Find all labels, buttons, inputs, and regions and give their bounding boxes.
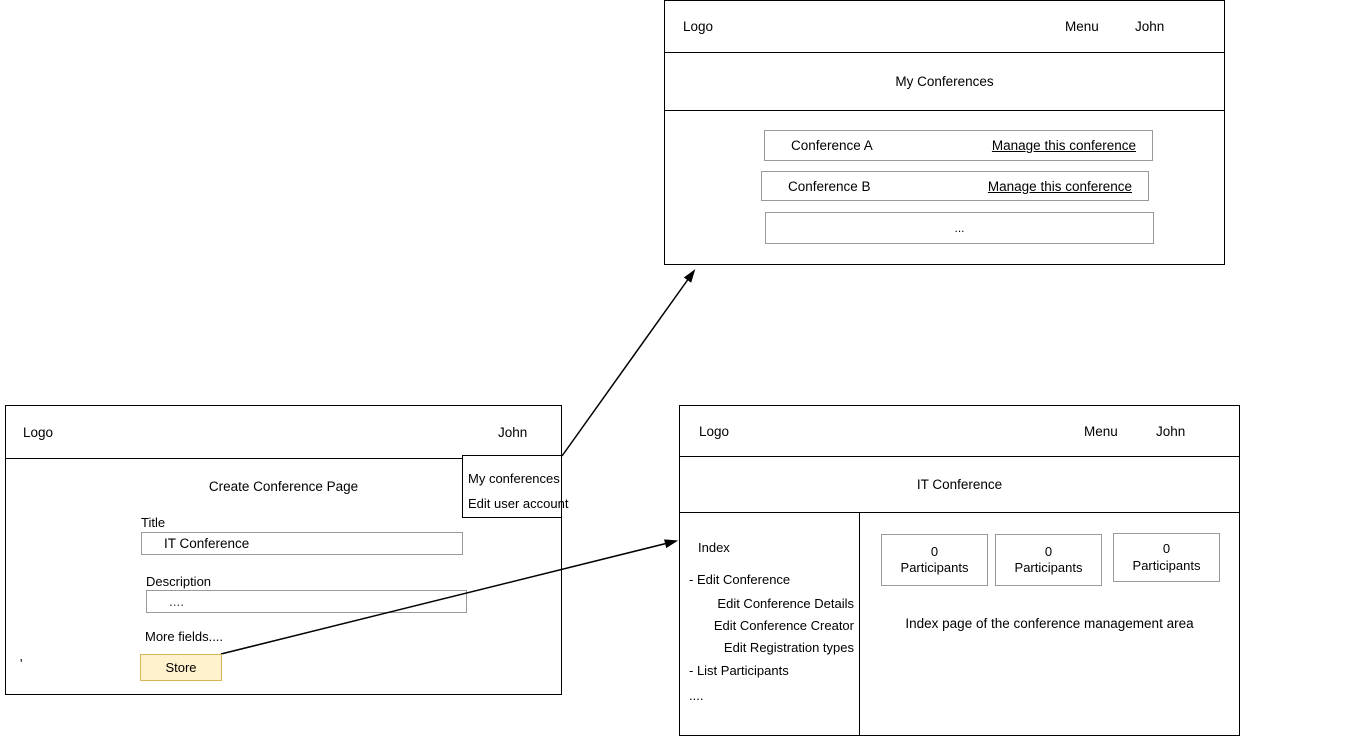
- more-fields-label: More fields....: [145, 629, 224, 644]
- my-conferences-body: Conference A Manage this conference Conf…: [665, 111, 1224, 264]
- conference-row-more[interactable]: ...: [765, 212, 1154, 244]
- description-input-value: ....: [169, 594, 185, 609]
- manage-conference-link[interactable]: Manage this conference: [987, 178, 1132, 194]
- description-field-label: Description: [146, 574, 212, 589]
- create-conference-header: Logo John: [6, 406, 561, 459]
- sidebar-item-edit-conference-creator[interactable]: Edit Conference Creator: [713, 618, 854, 633]
- connector-dropdown-to-my-conferences: [561, 269, 696, 457]
- page-title: IT Conference: [916, 477, 1003, 492]
- stray-mark: ': [20, 656, 23, 671]
- conference-admin-content: 0 Participants 0 Participants 0 Particip…: [860, 513, 1239, 735]
- user-link[interactable]: John: [498, 424, 528, 440]
- menu-item-edit-user-account[interactable]: Edit user account: [468, 496, 569, 511]
- logo: Logo: [699, 423, 730, 439]
- stat-card-participants[interactable]: 0 Participants: [995, 534, 1102, 586]
- stat-count: 0: [1044, 543, 1053, 559]
- stat-card-participants[interactable]: 0 Participants: [881, 534, 988, 586]
- logo: Logo: [683, 19, 714, 34]
- conference-name: ...: [954, 221, 965, 235]
- my-conferences-title-bar: My Conferences: [665, 53, 1224, 111]
- stat-count: 0: [1162, 541, 1171, 557]
- conference-admin-header: Logo Menu John: [680, 406, 1239, 457]
- title-field-label: Title: [141, 515, 166, 530]
- user-menu-dropdown: My conferences Edit user account: [462, 455, 568, 518]
- menu-item-my-conferences[interactable]: My conferences: [468, 471, 560, 486]
- my-conferences-panel: Logo Menu John My Conferences Conference…: [664, 0, 1225, 265]
- sidebar-item-edit-registration-types[interactable]: Edit Registration types: [723, 640, 854, 655]
- create-conference-panel: Logo John Create Conference Page Title I…: [5, 405, 562, 695]
- conference-row[interactable]: Conference A Manage this conference: [764, 130, 1153, 161]
- store-button[interactable]: Store: [140, 654, 222, 681]
- page-title: Create Conference Page: [208, 479, 359, 494]
- sidebar-item-list-participants[interactable]: - List Participants: [689, 663, 789, 678]
- sidebar-item-edit-conference[interactable]: - Edit Conference: [689, 572, 791, 587]
- conference-row[interactable]: Conference B Manage this conference: [761, 171, 1149, 201]
- conference-admin-panel: Logo Menu John IT Conference Index - Edi…: [679, 405, 1240, 736]
- stat-label: Participants: [1132, 557, 1201, 573]
- sidebar-item-edit-conference-details[interactable]: Edit Conference Details: [717, 596, 854, 611]
- conference-admin-body: Index - Edit Conference Edit Conference …: [680, 513, 1239, 735]
- description-input[interactable]: ....: [146, 590, 467, 613]
- sidebar-item-index[interactable]: Index: [698, 540, 730, 555]
- user-link[interactable]: John: [1156, 423, 1186, 439]
- manage-conference-link[interactable]: Manage this conference: [991, 138, 1136, 153]
- menu-link[interactable]: Menu: [1084, 423, 1118, 439]
- stat-label: Participants: [1014, 560, 1083, 575]
- logo: Logo: [23, 424, 54, 440]
- conference-admin-sidebar: Index - Edit Conference Edit Conference …: [680, 513, 860, 735]
- title-input-value: IT Conference: [164, 536, 250, 551]
- sidebar-item-more: ....: [689, 688, 704, 703]
- stat-label: Participants: [900, 560, 969, 575]
- index-page-note: Index page of the conference management …: [905, 616, 1194, 631]
- stat-card-participants[interactable]: 0 Participants: [1113, 533, 1220, 582]
- my-conferences-header: Logo Menu John: [665, 1, 1224, 53]
- user-link[interactable]: John: [1135, 19, 1165, 34]
- stat-count: 0: [930, 543, 939, 559]
- menu-link[interactable]: Menu: [1065, 19, 1099, 34]
- page-title: My Conferences: [895, 74, 994, 89]
- conference-name: Conference B: [788, 178, 871, 194]
- store-button-label: Store: [165, 660, 197, 675]
- title-input[interactable]: IT Conference: [141, 532, 463, 555]
- conference-admin-title-bar: IT Conference: [680, 457, 1239, 513]
- conference-name: Conference A: [791, 138, 873, 153]
